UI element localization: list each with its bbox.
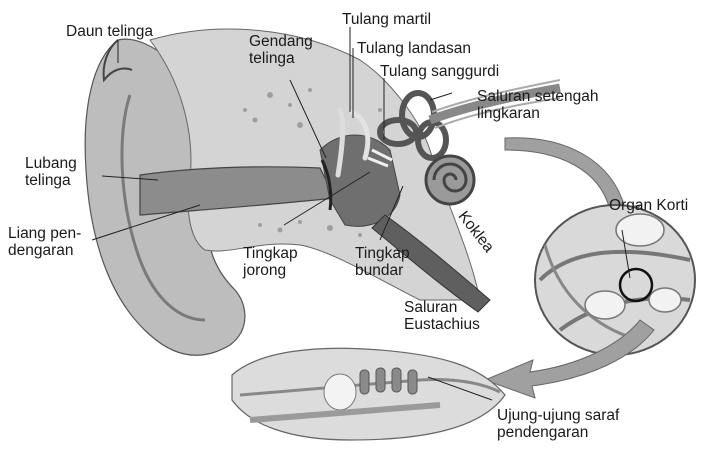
label-organ-korti: Organ Korti <box>609 197 688 214</box>
label-lubang-telinga: Lubang telinga <box>25 155 77 189</box>
label-saluran-setengah-lingkaran: Saluran setengah lingkaran <box>477 88 599 122</box>
organ-korti-detail <box>232 348 505 440</box>
label-tulang-martil: Tulang martil <box>342 11 431 28</box>
label-tingkap-jorong: Tingkap jorong <box>243 245 298 279</box>
label-gendang-telinga: Gendang telinga <box>249 33 313 67</box>
cochlea-cross-section <box>535 205 695 355</box>
label-ujung-saraf: Ujung-ujung saraf pendengaran <box>497 407 619 441</box>
label-liang-pendengaran: Liang pen- dengaran <box>8 225 81 259</box>
label-tulang-landasan: Tulang landasan <box>357 40 471 57</box>
label-tingkap-bundar: Tingkap bundar <box>355 245 410 279</box>
cochlea-spiral <box>426 156 474 204</box>
label-saluran-eustachius: Saluran Eustachius <box>404 299 480 333</box>
label-daun-telinga: Daun telinga <box>66 23 153 40</box>
label-tulang-sanggurdi: Tulang sanggurdi <box>380 63 499 80</box>
